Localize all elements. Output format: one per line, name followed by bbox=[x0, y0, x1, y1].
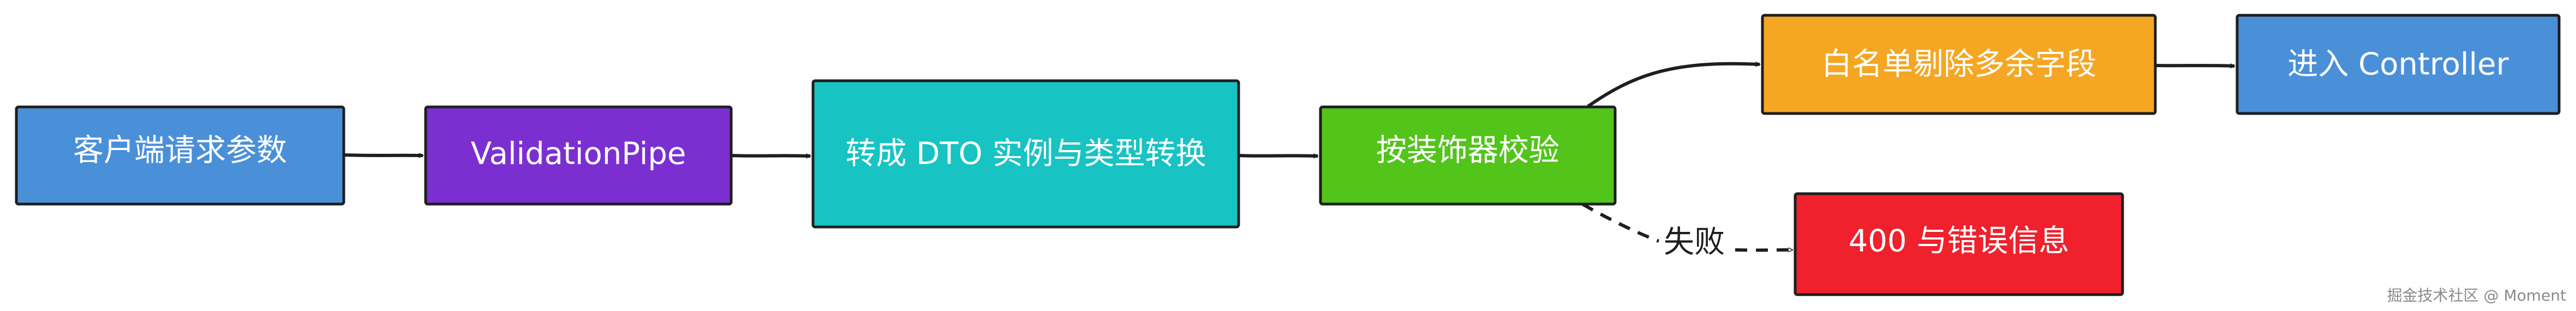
node-whitelist-box bbox=[1761, 14, 2157, 115]
node-decorator-label: 按装饰器校验 bbox=[1376, 133, 1559, 169]
node-controller-label: 进入 Controller bbox=[2287, 47, 2509, 82]
node-validation-pipe-label: ValidationPipe bbox=[471, 136, 686, 172]
edge-label-fail: 失败 bbox=[1664, 225, 1725, 260]
arrow-decorator-to-whitelist bbox=[1587, 64, 1760, 108]
node-error: 400 与错误信息 bbox=[1794, 192, 2124, 296]
watermark: 掘金技术社区 @ Moment bbox=[2387, 286, 2566, 304]
node-whitelist: 白名单剔除多余字段 bbox=[1761, 14, 2157, 115]
node-error-box bbox=[1794, 192, 2124, 296]
node-decorator: 按装饰器校验 bbox=[1319, 105, 1617, 206]
node-decorator-box bbox=[1319, 105, 1617, 206]
node-dto: 转成 DTO 实例与类型转换 bbox=[811, 79, 1240, 229]
node-dto-box bbox=[811, 79, 1240, 229]
arrow-decorator-to-error bbox=[1581, 202, 1660, 243]
arrow-client-to-pipe bbox=[343, 155, 423, 156]
node-client-label: 客户端请求参数 bbox=[73, 133, 287, 169]
node-controller: 进入 Controller bbox=[2236, 14, 2561, 115]
arrow-whitelist-to-controller bbox=[2155, 65, 2234, 66]
node-dto-label: 转成 DTO 实例与类型转换 bbox=[845, 136, 1206, 172]
node-whitelist-label: 白名单剔除多余字段 bbox=[1821, 47, 2096, 82]
node-client: 客户端请求参数 bbox=[15, 105, 345, 206]
node-controller-box bbox=[2236, 14, 2561, 115]
node-validation-pipe: ValidationPipe bbox=[424, 105, 733, 206]
node-error-label: 400 与错误信息 bbox=[1849, 224, 2070, 259]
